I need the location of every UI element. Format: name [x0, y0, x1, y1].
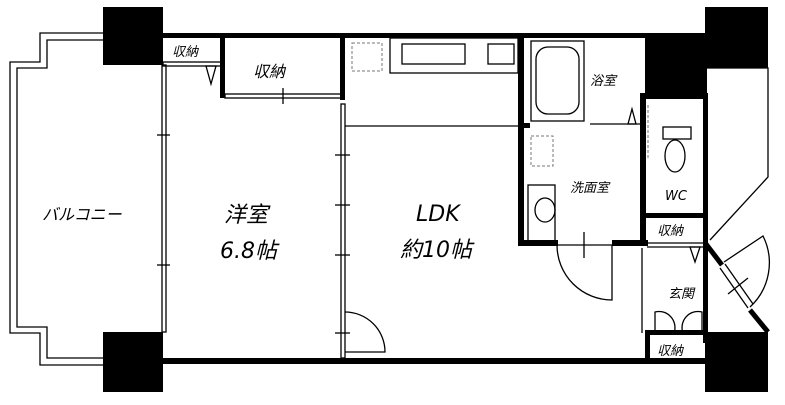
- washroom-label: 洗面室: [570, 180, 611, 196]
- wall-storage-divider: [220, 38, 225, 98]
- pillar-mid-right: [645, 33, 707, 93]
- ldk-size: 約10帖: [400, 238, 475, 263]
- wall-western-ldk: [340, 38, 345, 100]
- bathtub-icon: [530, 40, 585, 122]
- kitchen-counter: [351, 37, 519, 74]
- western-ldk-sliding-doors: [335, 103, 350, 359]
- closet-label: 収納: [253, 62, 287, 81]
- bath-wash-walls: [518, 38, 648, 246]
- entrance-storage-walls: [645, 330, 707, 360]
- storage-door-marker: [205, 65, 217, 87]
- wc-walls: [645, 93, 708, 343]
- entrance-door-swing: [723, 235, 770, 308]
- washroom-door-swing: [556, 244, 613, 301]
- wall-top: [163, 33, 648, 38]
- storage-entrance-label: 収納: [657, 344, 684, 359]
- entrance-door: [719, 263, 754, 309]
- bathroom-door: [590, 106, 640, 125]
- toilet-icon: [662, 126, 692, 173]
- pillar-top-right: [705, 7, 768, 68]
- closet-sliding-door: [224, 88, 344, 104]
- western-room-size: 6.8帖: [220, 239, 280, 264]
- balcony-label: バルコニー: [42, 205, 123, 224]
- washbasin-icon: [527, 184, 556, 243]
- balcony-sash: [157, 64, 170, 333]
- pillar-bottom-right: [705, 332, 768, 392]
- toilet-label: WC: [665, 189, 688, 204]
- entrance-diagonal-wall: [704, 242, 770, 334]
- storage-small-label: 収納: [172, 45, 199, 60]
- door-swing: [344, 311, 386, 353]
- storage-wc-label: 収納: [657, 224, 684, 239]
- ldk-label: LDK: [416, 202, 461, 227]
- pillar-bottom-left: [103, 332, 163, 392]
- wc-storage-door: [647, 242, 705, 265]
- wall-bottom: [163, 358, 708, 364]
- entrance-storage-doors: [654, 310, 703, 334]
- entrance-label: 玄関: [668, 287, 696, 302]
- exterior-outline: [707, 67, 769, 241]
- bathroom-label: 浴室: [590, 73, 618, 89]
- balcony-railing: [9, 32, 103, 366]
- western-room-label: 洋室: [224, 203, 271, 228]
- pillar-top-left: [103, 7, 163, 65]
- washer-space: [530, 135, 554, 167]
